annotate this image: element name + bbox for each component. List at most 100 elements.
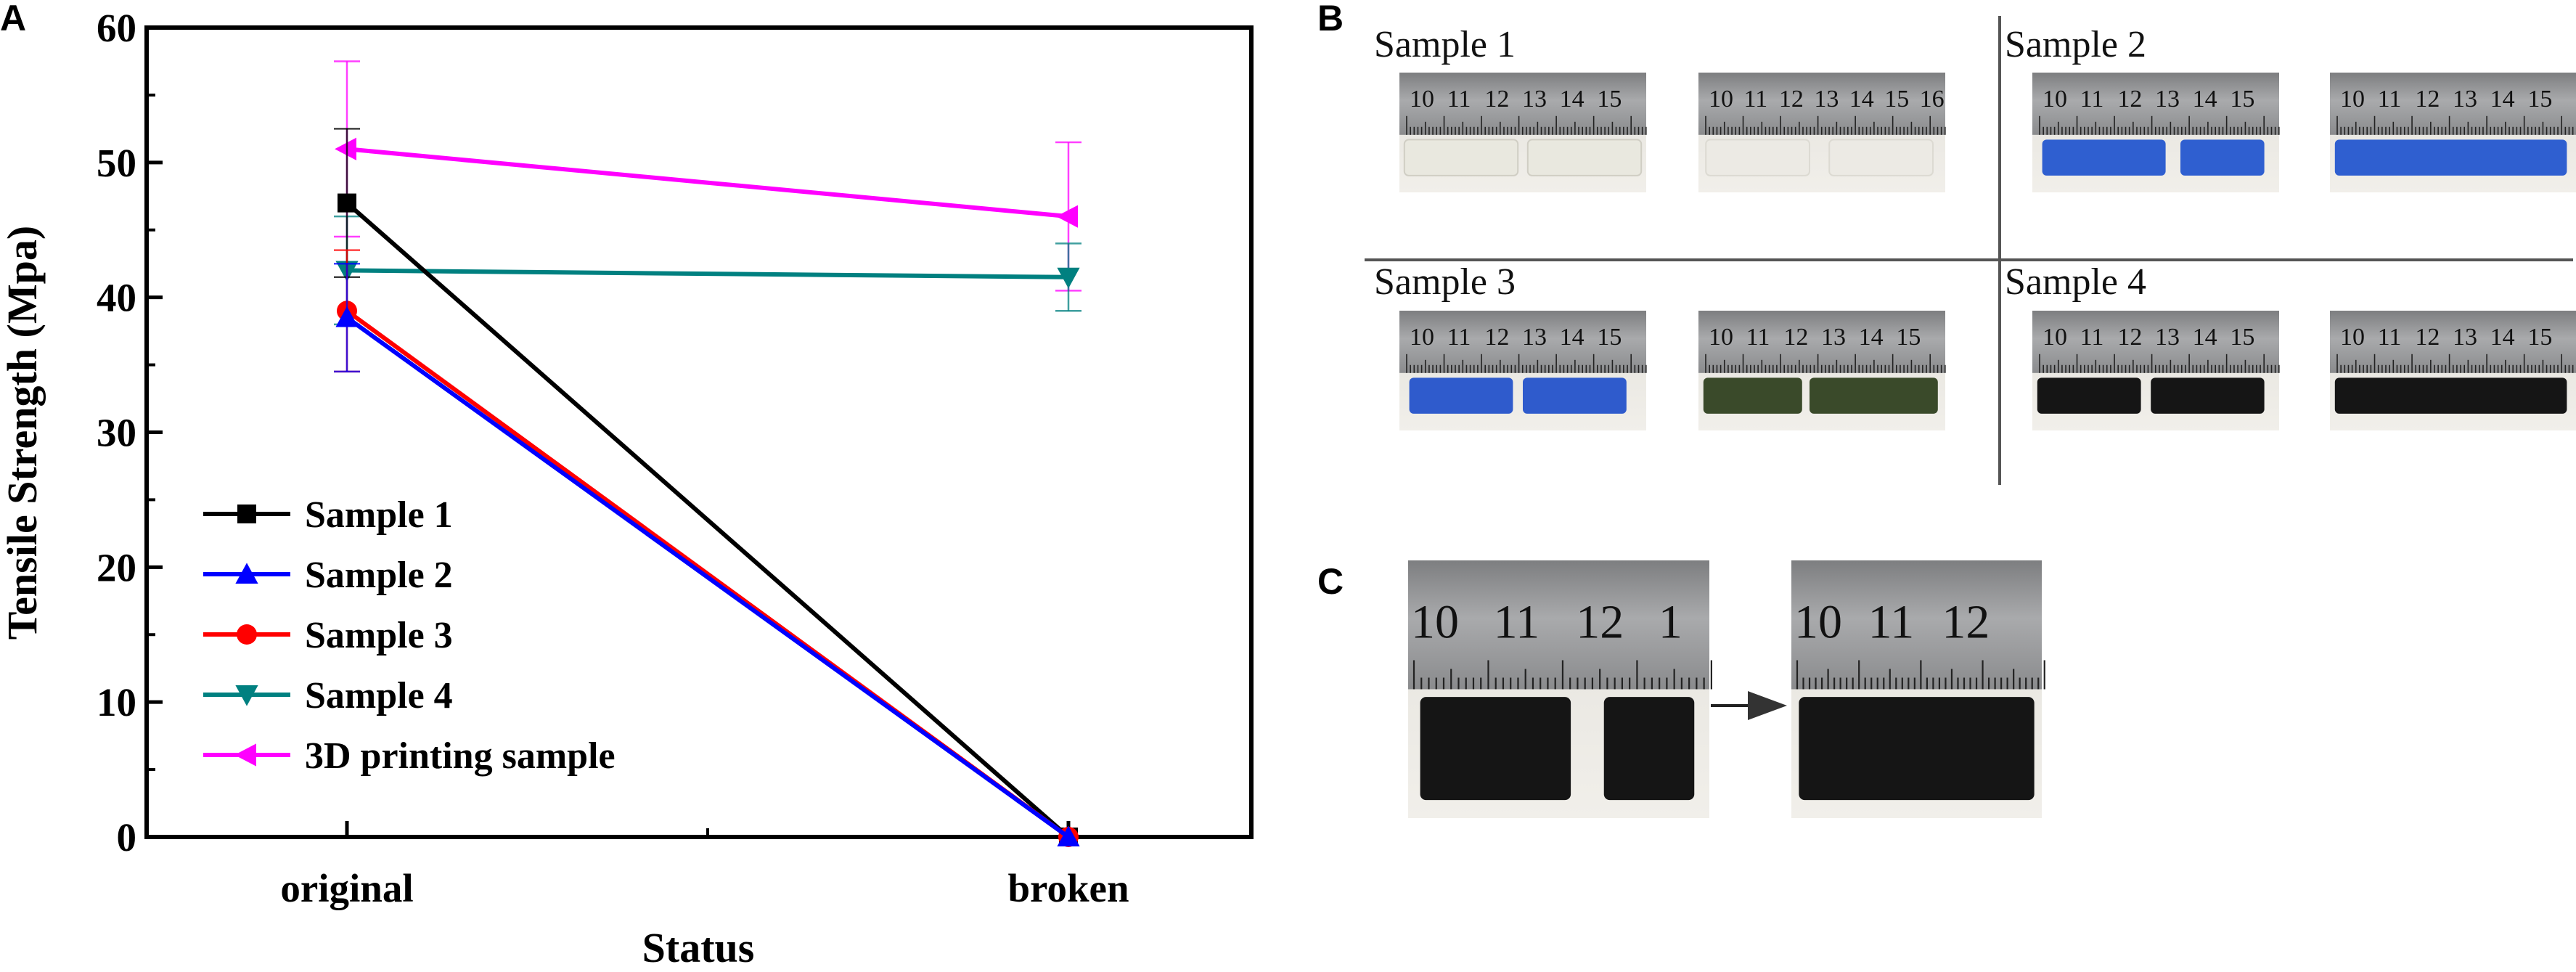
ruler-number: 12: [1484, 324, 1509, 351]
ruler-number: 15: [1884, 86, 1909, 113]
ruler-number: 10: [1709, 86, 1733, 113]
ruler-number: 14: [1560, 86, 1585, 113]
legend-item-5: 3D printing sample: [203, 735, 616, 777]
ruler-number: 15: [1597, 86, 1622, 113]
legend-marker: [234, 743, 256, 767]
ruler-number: 12: [1942, 596, 1990, 649]
ruler-number: 13: [1522, 86, 1547, 113]
x-tick-label: original: [280, 866, 413, 910]
ruler-number: 13: [1821, 324, 1846, 351]
ruler-number: 15: [2230, 86, 2254, 113]
x-axis-title: Status: [642, 924, 755, 971]
ruler-number: 11: [1447, 86, 1471, 113]
x-tick-label: broken: [1007, 866, 1129, 910]
data-point: [338, 193, 356, 213]
legend-label: Sample 3: [305, 615, 453, 656]
data-point: [1057, 825, 1080, 846]
series-line: [346, 268, 1069, 279]
ruler-number: 11: [1447, 324, 1471, 351]
ruler-number: 15: [1896, 324, 1921, 351]
ruler-number: 13: [2453, 324, 2477, 351]
y-tick-label: 40: [97, 276, 136, 320]
ruler-number: 10: [1794, 596, 1842, 649]
sample-block: [1403, 139, 1519, 176]
ruler-number: 12: [1484, 86, 1509, 113]
ruler-strip: [2032, 311, 2279, 373]
ruler-number: 10: [1709, 324, 1733, 351]
data-point: [1057, 267, 1080, 289]
series-layer: [334, 60, 1081, 847]
ruler-number: 15: [2230, 324, 2254, 351]
ruler-number: 13: [1814, 86, 1839, 113]
y-tick-label: 20: [97, 545, 136, 589]
panel-letter-c: C: [1317, 561, 1344, 602]
ruler-number: 14: [1849, 86, 1874, 113]
ruler-number: 10: [1410, 86, 1434, 113]
ruler-number: 15: [2527, 324, 2552, 351]
ruler-number: 11: [2080, 86, 2104, 113]
ruler-strip: [1399, 73, 1646, 135]
ruler-number: 1: [1659, 596, 1682, 649]
legend-marker: [237, 505, 256, 523]
series-line: [345, 316, 1070, 839]
x-axis-ticks: original broken: [280, 821, 1129, 910]
ruler-strip: [1791, 560, 2042, 690]
sample-block: [2151, 377, 2265, 414]
ruler-number: 10: [2340, 324, 2365, 351]
data-point: [335, 137, 356, 160]
legend-marker: [237, 624, 257, 645]
ruler-number: 11: [1746, 324, 1770, 351]
sample-4-title: Sample 4: [2005, 261, 2146, 303]
ruler-number: 14: [2193, 324, 2217, 351]
ruler-strip: [2330, 73, 2576, 135]
ruler-number: 10: [1410, 324, 1434, 351]
sample-block: [1703, 377, 1802, 414]
ruler-number: 10: [2043, 86, 2067, 113]
ruler-strip: [1698, 311, 1945, 373]
ruler-strip: [1698, 73, 1945, 135]
ruler-number: 11: [1743, 86, 1767, 113]
legend-item-1: Sample 1: [203, 494, 453, 536]
series-5: [334, 60, 1081, 292]
ruler-number: 14: [1560, 324, 1585, 351]
ruler-number: 10: [2340, 86, 2365, 113]
series-line: [345, 201, 1070, 839]
y-tick-label: 30: [97, 411, 136, 455]
ruler-number: 13: [2155, 324, 2180, 351]
ruler-strip: [1399, 311, 1646, 373]
ruler-number: 12: [2415, 86, 2440, 113]
legend-marker: [235, 685, 258, 706]
series-line: [346, 147, 1069, 219]
ruler-number: 14: [2490, 86, 2515, 113]
ruler-number: 13: [2155, 86, 2180, 113]
y-tick-label: 50: [97, 141, 136, 185]
ruler-number: 12: [2117, 324, 2142, 351]
ruler-strip: [2032, 73, 2279, 135]
y-tick-label: 10: [97, 680, 136, 724]
sample-block: [1705, 139, 1810, 176]
sample-1-title: Sample 1: [1374, 24, 1516, 65]
panel-letter-a: A: [0, 0, 26, 38]
data-point: [335, 306, 359, 327]
sample-block: [1523, 377, 1627, 414]
data-point: [1056, 205, 1078, 228]
ruler-number: 10: [2043, 324, 2067, 351]
sample-block: [2180, 139, 2265, 176]
sample-photo-1: 10 11 12 13 14 15: [1399, 73, 1647, 192]
series-2: [334, 262, 1080, 846]
ruler-number: 13: [2453, 86, 2477, 113]
y-tick-label: 60: [97, 6, 136, 50]
legend-label: Sample 2: [305, 555, 453, 596]
sample-block: [1603, 697, 1695, 801]
